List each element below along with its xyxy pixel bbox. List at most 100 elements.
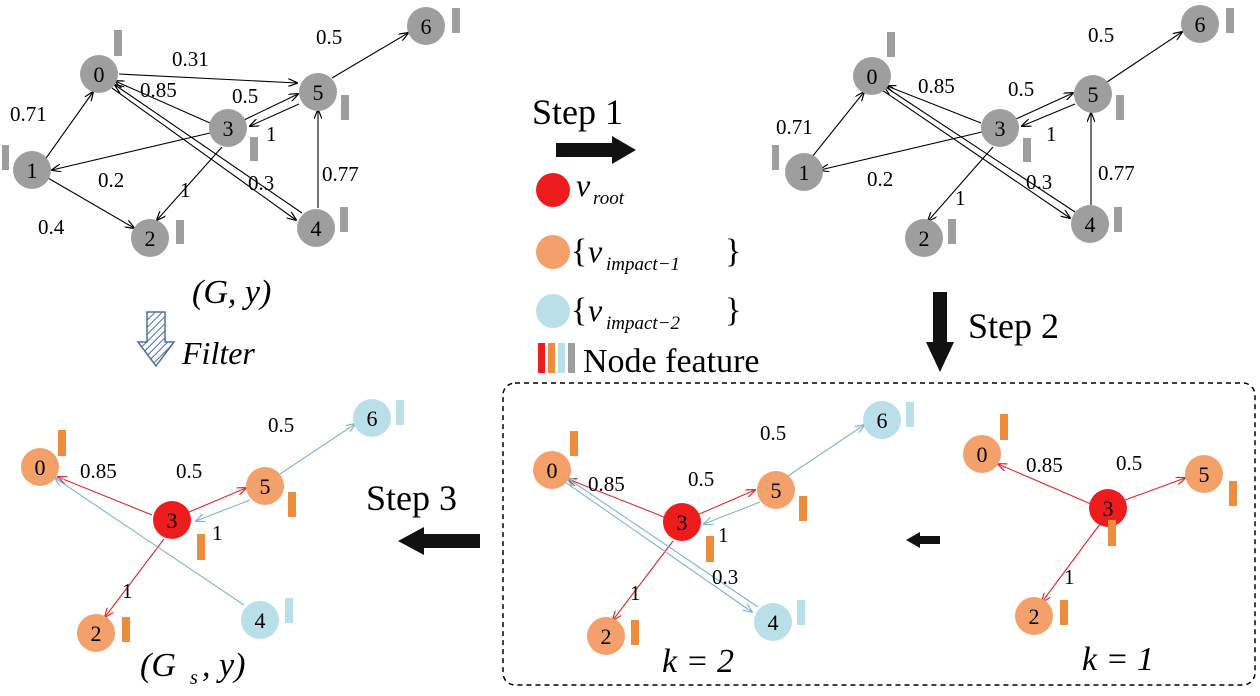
node-2: 2 [1015,597,1068,635]
svg-text:4: 4 [1085,212,1096,237]
node-2: 2 [587,617,639,655]
node-6: 6 [863,401,914,439]
svg-text:3: 3 [1103,496,1114,521]
weight-3-2: 1 [630,581,641,605]
edge-3-5 [188,488,246,513]
svg-text:v: v [588,233,603,269]
node-feature-bar [452,8,460,33]
svg-text:3: 3 [995,116,1006,141]
node-feature-bar [2,145,9,170]
weight-5-6: 0.5 [316,25,342,49]
node-4: 4 [297,207,348,247]
weight-3-2: 1 [1064,565,1075,589]
weight-3-0: 0.85 [140,78,177,102]
weight-4-5: 0.77 [1098,161,1135,185]
weight-5-3: 1 [1046,122,1057,146]
node-feature-bar [340,207,348,232]
weight-3-5: 0.5 [1008,77,1034,101]
graph-label-gs-y: (G s , y) [140,647,245,689]
node-3: 3 [981,109,1031,162]
edge-5-6 [331,33,408,79]
weight-3-1: 0.2 [98,168,124,192]
weight-3-5: 0.5 [688,467,714,491]
edge-4-0 [884,86,1076,213]
node-4: 4 [1071,205,1122,243]
svg-text:impact−2: impact−2 [606,313,681,334]
edge-3-0 [568,479,665,518]
svg-text:3: 3 [223,116,234,141]
svg-text:5: 5 [260,474,271,499]
filter-label: Filter [181,335,255,371]
step3-arrow [398,527,480,555]
svg-text:6: 6 [877,408,888,433]
step1-graph: 0.85 0.5 0.5 0.71 1 0.2 1 0.3 0.77 0 1 2 [772,5,1234,257]
node-0: 0 [853,32,895,95]
node-2: 2 [77,614,130,652]
node-feature-bar [948,219,956,244]
node-4: 4 [754,600,805,641]
svg-text:1: 1 [799,160,810,185]
svg-text:}: } [725,233,741,270]
node-feature-bar [799,496,807,521]
svg-text:5: 5 [1088,82,1099,107]
node-feature-bar [1023,138,1031,162]
node-3: 3 [209,109,258,161]
weight-3-0: 0.85 [918,74,955,98]
edge-3-5 [243,94,298,121]
node-5: 5 [1185,455,1237,506]
edge-1-2 [47,177,134,228]
edge-5-3 [704,501,761,524]
svg-text:3: 3 [677,510,688,535]
node-feature-bar [1108,520,1116,546]
node-feature-bar [396,400,404,425]
node-feature-bar [706,536,714,562]
weight-3-0: 0.85 [80,459,117,483]
k1-graph: 0.85 0.5 1 0 2 3 5 [963,414,1237,635]
original-graph: 0.31 0.85 0.5 0.5 0.71 1 0.2 1 0.3 0.77 … [2,7,460,257]
edge-3-0 [58,477,153,516]
weight-5-6: 0.5 [1088,23,1114,47]
node-6: 6 [353,399,404,437]
impact1-swatch [536,235,570,269]
node-feature-bar [122,617,130,642]
svg-text:, y): , y) [202,647,245,684]
svg-text:0: 0 [94,62,105,87]
edge-0-5 [118,73,297,83]
svg-text:6: 6 [421,14,432,39]
svg-text:{: { [571,233,587,270]
svg-text:Node feature: Node feature [583,343,760,380]
node-feature-bar [797,600,805,625]
edge-3-0 [887,86,982,124]
edge-4-0 [115,85,303,214]
weight-3-2: 1 [955,186,966,210]
weight-5-6: 0.5 [760,421,786,445]
weight-5-3: 1 [212,521,223,545]
node-feature-bar [58,430,66,456]
legend-node-feature: Node feature [538,343,760,380]
edge-0-4 [111,87,296,220]
svg-text:}: } [725,292,741,329]
edge-3-2 [928,146,994,221]
step1-label: Step 1 [532,92,623,132]
edge-3-5 [1015,93,1073,120]
weight-1-0: 0.71 [776,115,813,139]
svg-text:3: 3 [167,508,178,533]
k-hop-box [502,382,1256,686]
svg-text:1: 1 [27,158,38,183]
edge-0-4 [881,89,1070,218]
node-0: 0 [21,430,66,486]
svg-text:root: root [593,188,625,209]
svg-text:2: 2 [1029,604,1040,629]
weight-5-6: 0.5 [268,413,294,437]
k2-graph: 0.85 0.5 0.5 1 1 0.3 0 2 3 4 [533,401,914,655]
node-feature-bar [176,220,184,244]
edge-4-0 [55,478,245,606]
node-5: 5 [246,467,296,517]
node-2: 2 [905,219,956,257]
weight-3-5: 0.5 [176,459,202,483]
legend-impact1: { v impact−1 } [536,233,741,275]
svg-text:4: 4 [768,610,779,635]
weight-3-0: 0.85 [1026,453,1063,477]
weight-0-4: 0.3 [248,171,274,195]
node-feature-bar [1116,95,1124,120]
